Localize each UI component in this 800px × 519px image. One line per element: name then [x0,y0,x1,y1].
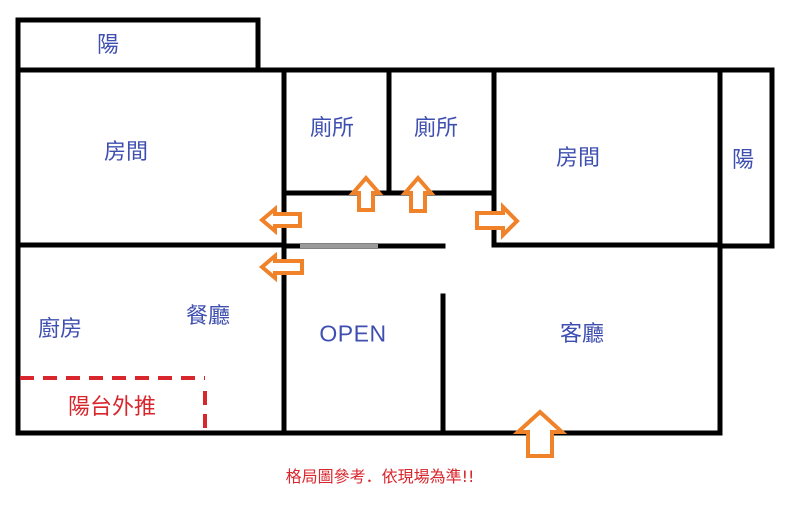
wall-bedroom-left [15,67,287,248]
room-label-dining: 餐廳 [185,304,231,329]
room-label-balcony-right: 陽 [731,148,755,173]
room-label-balcony-extension: 陽台外推 [67,395,157,420]
walls [15,17,775,436]
arrow-left-icon [258,204,302,236]
arrow-right-icon [475,202,520,240]
wall-balcony-right [717,67,775,249]
room-label-bedroom-right: 房間 [555,146,601,171]
arrow-up-icon [400,174,436,213]
balcony-extension-outline [20,376,207,433]
room-label-toilet-2: 廁所 [413,116,459,141]
room-label-living: 客廳 [559,322,605,347]
room-label-toilet-1: 廁所 [309,116,355,141]
arrow-left-icon [258,251,304,283]
arrow-up-icon [512,409,568,458]
wall-balcony-top [15,17,261,73]
wall-bedroom-right [491,67,723,248]
arrow-up-icon [348,174,384,212]
room-label-kitchen: 廚房 [37,317,83,342]
disclaimer-note: 格局圖參考．依現場為準!! [285,467,475,486]
room-label-bedroom-left: 房間 [103,140,149,165]
room-label-balcony-top: 陽 [96,33,120,58]
room-label-open: OPEN [319,320,387,347]
